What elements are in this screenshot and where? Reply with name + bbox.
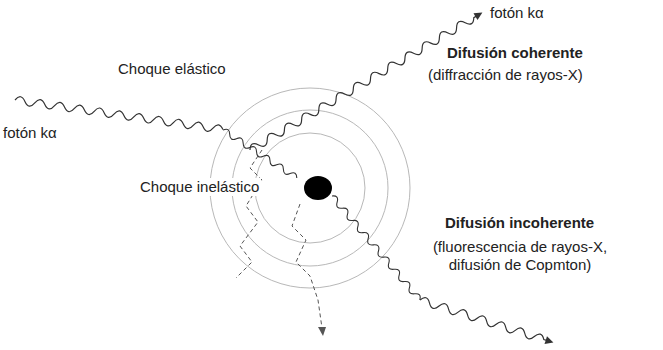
electron-transition: [236, 150, 262, 278]
arrow-head: [473, 9, 484, 20]
photon-wave: [419, 296, 548, 344]
scattering-heading: Difusión coherente: [447, 44, 583, 62]
process-label: Choque elástico: [118, 60, 226, 78]
arrow-head: [318, 327, 326, 336]
arrow-head: [545, 336, 555, 346]
nucleus: [304, 176, 332, 200]
process-label: Choque inelástico: [138, 178, 261, 196]
photon-label: fotón kα: [3, 124, 57, 142]
scattering-note: (fluorescencia de rayos-X, difusión de C…: [420, 238, 620, 274]
scattering-note: (diffracción de rayos-X): [428, 66, 583, 84]
photon-wave: [221, 127, 298, 180]
photon-wave: [330, 194, 422, 302]
photon-wave: [248, 13, 478, 154]
scattering-heading: Difusión incoherente: [445, 214, 594, 232]
electron-shell: [255, 133, 365, 243]
photon-label: fotón kα: [490, 4, 544, 22]
electron-transition: [292, 204, 322, 328]
